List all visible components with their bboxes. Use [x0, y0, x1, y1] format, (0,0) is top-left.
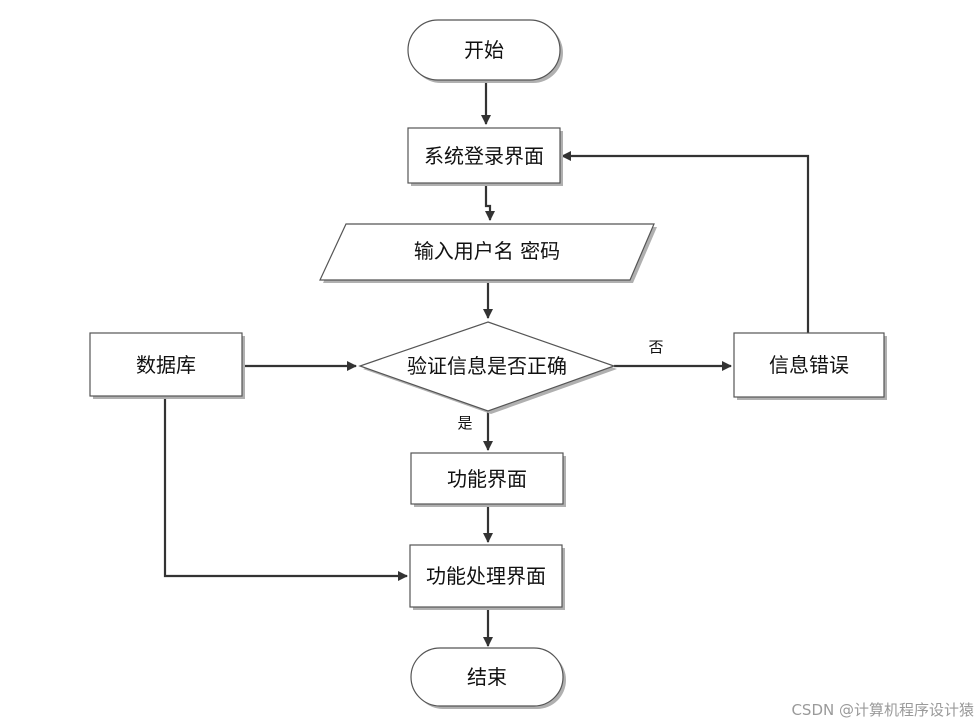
edge-error-to-login	[561, 151, 810, 333]
node-end: 结束	[410, 647, 566, 709]
node-function-process-page-label: 功能处理界面	[426, 564, 546, 588]
node-database: 数据库	[89, 332, 245, 399]
node-verify-decision-label: 验证信息是否正确	[407, 354, 567, 378]
node-function-process-page: 功能处理界面	[409, 544, 565, 610]
node-database-label: 数据库	[136, 353, 196, 377]
node-login-page: 系统登录界面	[407, 127, 563, 186]
node-info-error: 信息错误	[733, 332, 887, 400]
node-verify-decision: 验证信息是否正确	[358, 321, 617, 414]
node-info-error-label: 信息错误	[769, 353, 849, 377]
edge-database-to-process	[163, 398, 408, 581]
node-function-page: 功能界面	[410, 452, 566, 507]
node-start-label: 开始	[464, 38, 504, 62]
node-login-page-label: 系统登录界面	[424, 144, 544, 168]
node-start: 开始	[407, 19, 563, 83]
node-input-credentials-label: 输入用户名 密码	[414, 239, 560, 263]
edge-label-no: 否	[648, 338, 663, 356]
watermark: CSDN @计算机程序设计猿	[791, 701, 974, 719]
node-end-label: 结束	[467, 665, 507, 689]
node-function-page-label: 功能界面	[447, 467, 527, 491]
edge-label-yes: 是	[457, 414, 472, 432]
edge-login-to-input	[484, 186, 495, 221]
edges	[163, 80, 810, 647]
node-input-credentials: 输入用户名 密码	[319, 223, 657, 283]
